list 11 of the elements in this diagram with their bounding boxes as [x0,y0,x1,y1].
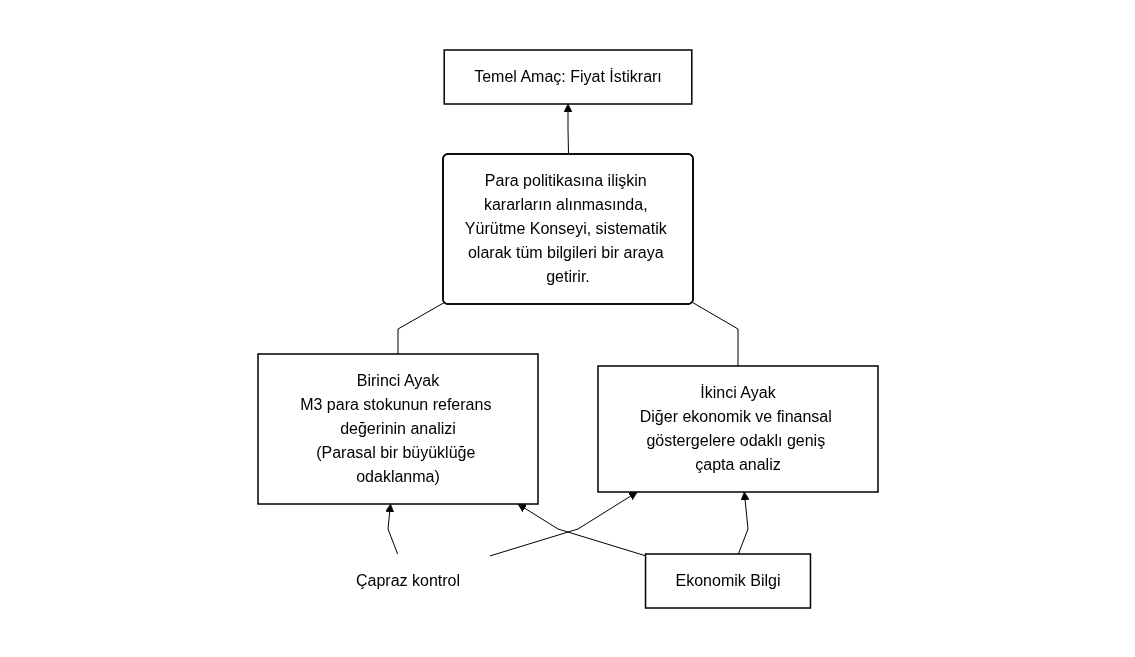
connector [397,301,445,354]
arrow [517,503,646,556]
node-box: Ekonomik Bilgi [644,552,811,609]
node-text: Çapraz kontrol [355,571,460,589]
arrow [737,491,749,554]
arrow [489,491,638,556]
arrow [384,503,398,554]
node-box: Temel Amaç: Fiyat İstikrarı [442,48,693,105]
node-box: İkinci Ayak Diğer ekonomik ve finansal göstergelere odaklı geniş çapta analiz [596,364,879,493]
connector [691,301,738,366]
node-box: Birinci Ayak M3 para stokunun referans değerinin analizi (Parasal bir büyüklüğe odaklanma) [256,352,539,505]
